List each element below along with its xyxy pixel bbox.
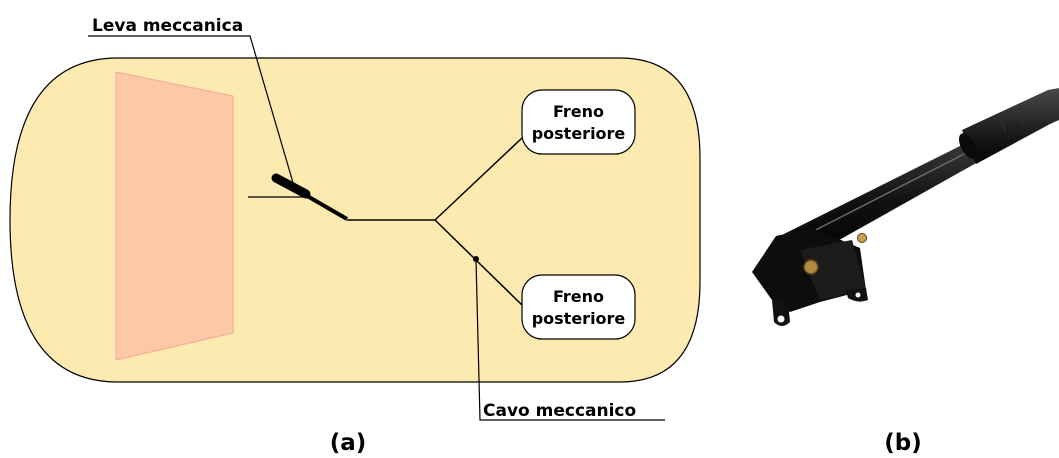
brake-box-top-line1: Freno (553, 102, 604, 121)
pivot-bolt-large (803, 259, 819, 275)
mounting-hole-right (855, 292, 861, 298)
panel-b-label: (b) (884, 430, 922, 456)
grip-ridge-1 (999, 117, 1007, 133)
panel-b: (b) (752, 88, 1059, 456)
mounting-hole-left (777, 315, 785, 323)
brake-box-bottom-line1: Freno (553, 287, 604, 306)
lever-callout-leader (88, 35, 295, 187)
grip-collar (958, 133, 978, 159)
grip-ridge-3 (1035, 99, 1042, 117)
handbrake-grip (962, 88, 1059, 164)
brake-box-top: Freno posteriore (521, 89, 636, 155)
cable-callout-leader (475, 258, 665, 421)
cable-callout-label: Cavo meccanico (483, 401, 636, 421)
brake-box-top-frame (521, 89, 636, 155)
panel-a: Leva meccanica Cavo meccanico Freno post… (9, 16, 701, 456)
lever-callout-label: Leva meccanica (92, 16, 243, 36)
brake-box-top-line2: posteriore (532, 124, 626, 143)
pivot-bolt-small (857, 233, 867, 243)
seat-area-shape (115, 71, 234, 361)
brake-box-bottom-frame (521, 274, 636, 340)
handbrake-arm-highlight (799, 151, 969, 239)
bracket-plate (800, 240, 866, 300)
cable-branch-top (434, 137, 523, 221)
lever-grip (271, 173, 311, 199)
mounting-tab-left (772, 300, 790, 326)
panel-a-label: (a) (330, 430, 367, 456)
handbrake-lever-photo (752, 88, 1059, 326)
brake-box-bottom-line2: posteriore (532, 309, 626, 328)
grip-ridge-2 (1017, 107, 1025, 125)
cable-branch-bottom (434, 219, 523, 306)
brake-box-bottom: Freno posteriore (521, 274, 636, 340)
